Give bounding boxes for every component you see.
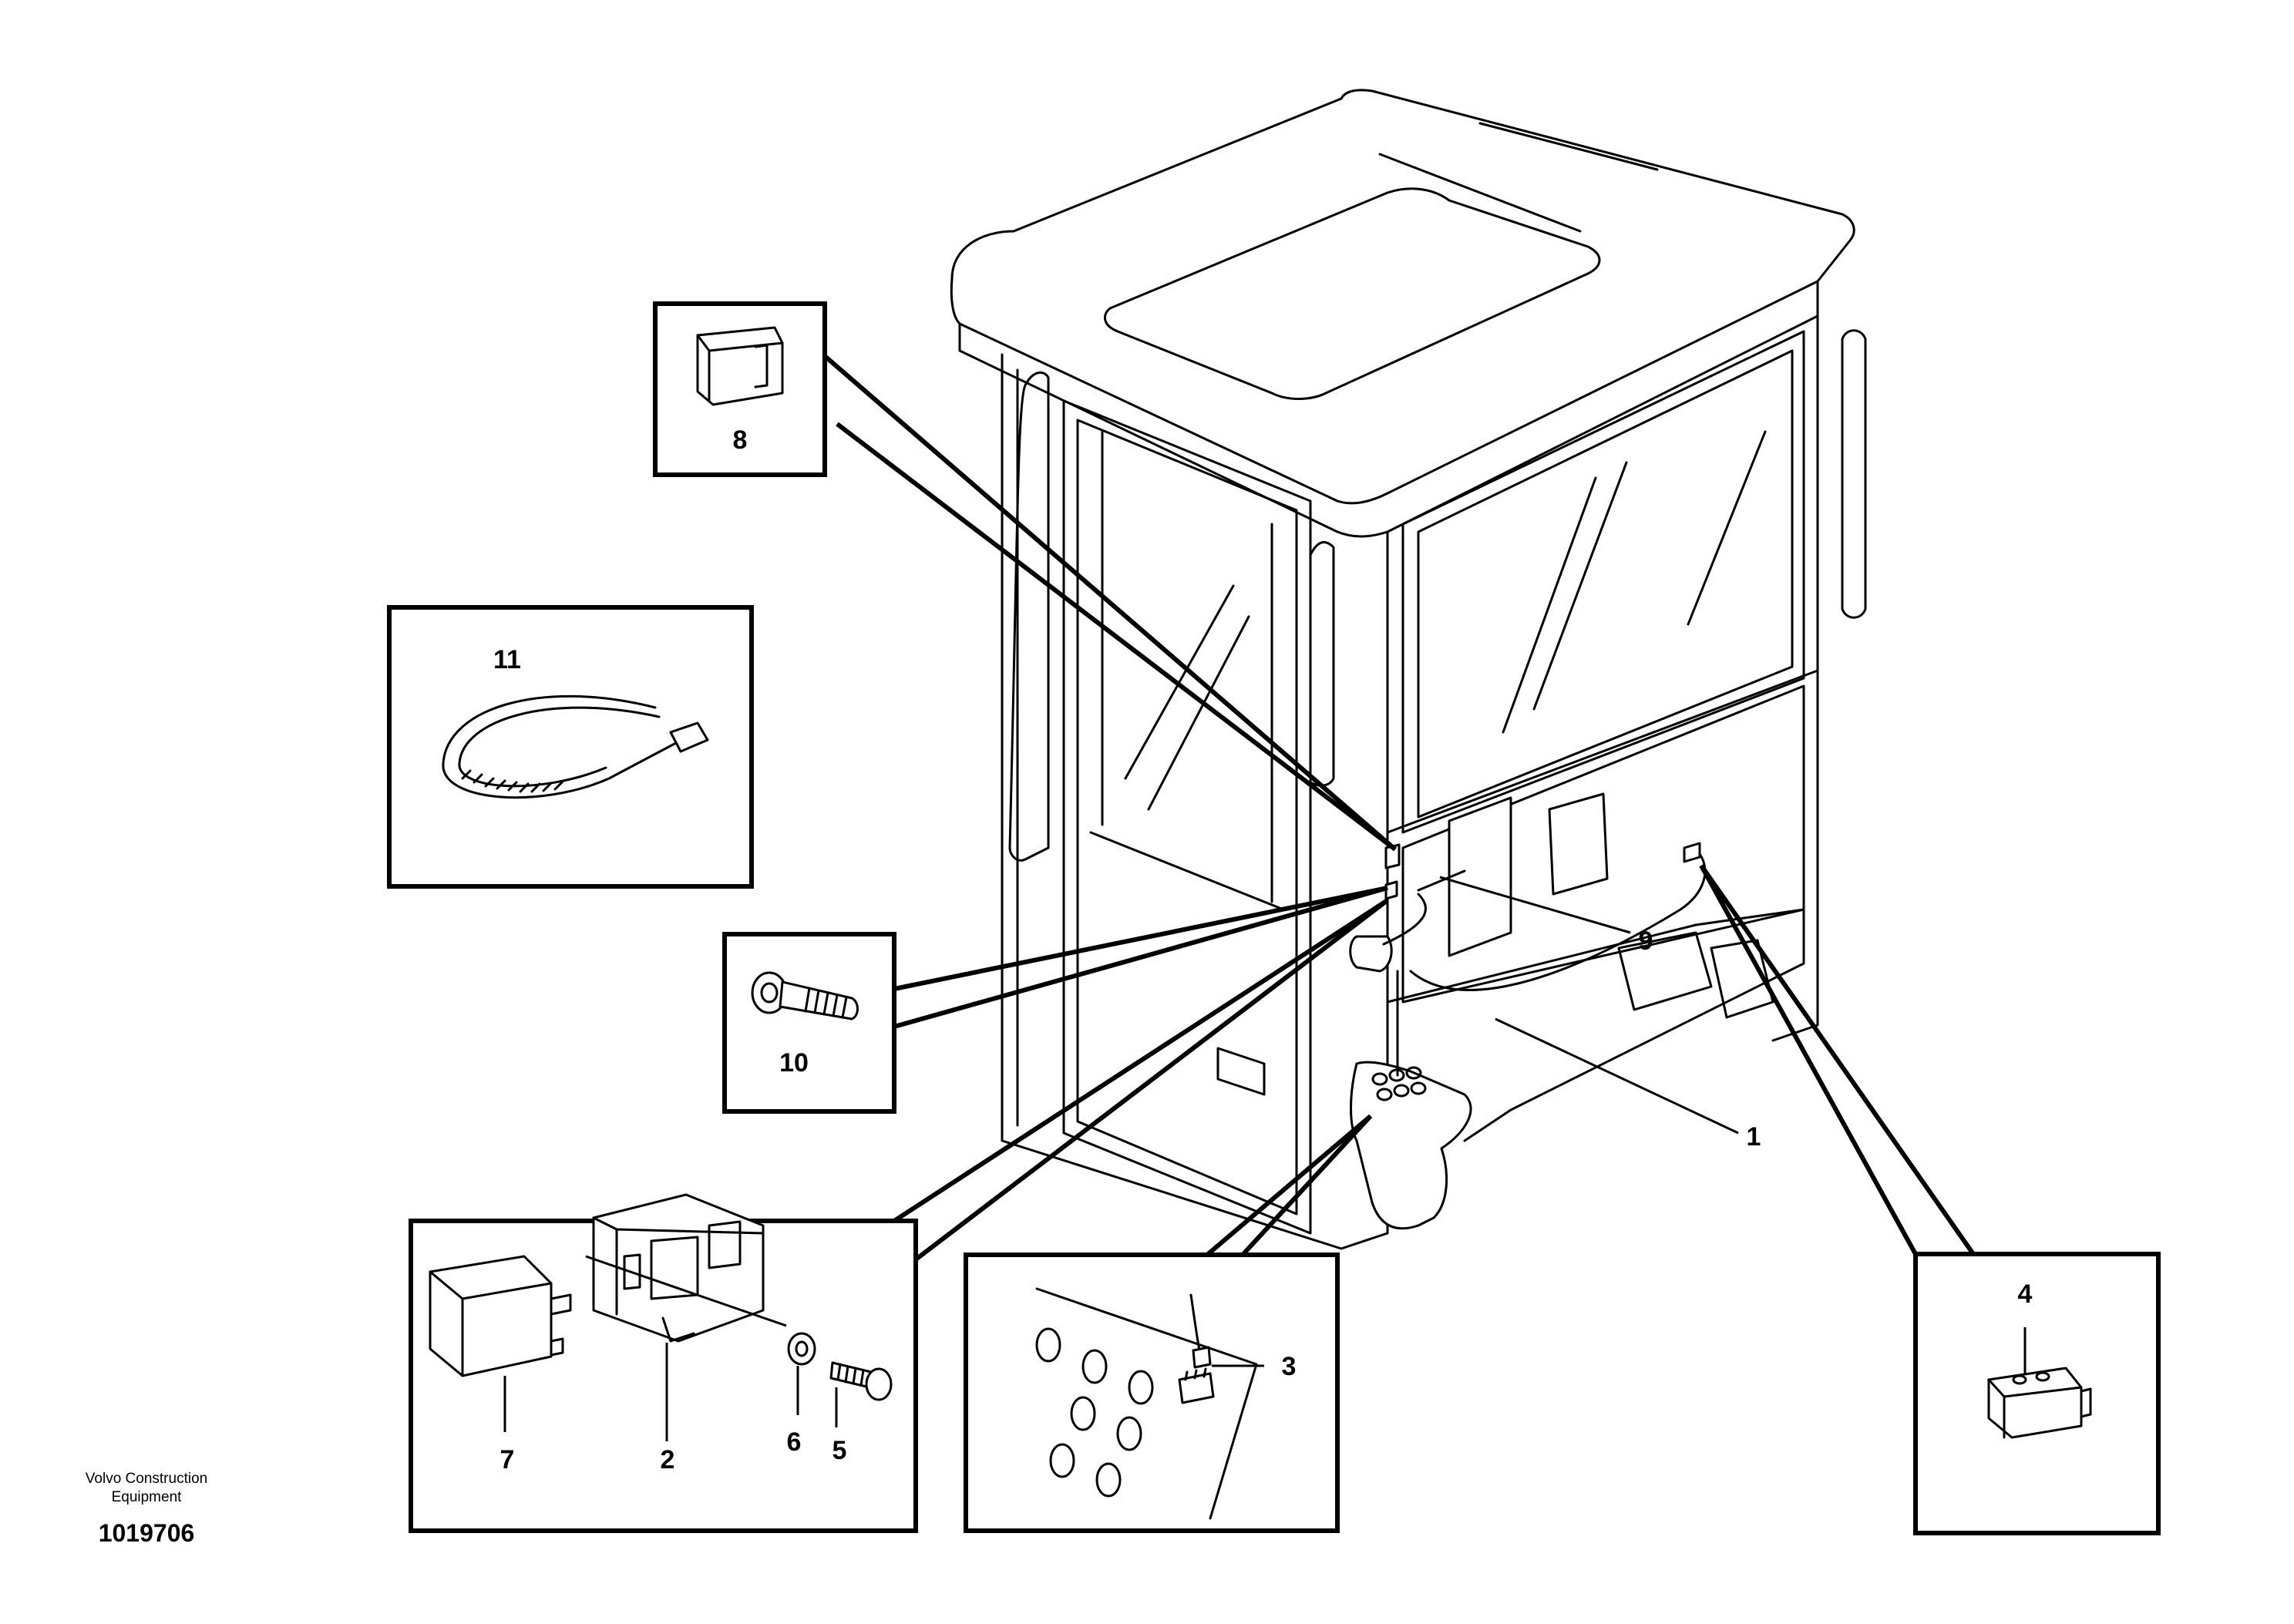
flange-screw-icon [751, 971, 859, 1020]
callout-label-6: 6 [787, 1427, 802, 1457]
relay-icon [429, 1255, 572, 1377]
cab-illustration [950, 89, 1867, 1250]
callout-label-4: 4 [2018, 1279, 2033, 1309]
electrical-box [1448, 796, 1512, 957]
callout-label-1: 1 [1747, 1122, 1761, 1152]
callout-label-2: 2 [661, 1445, 675, 1474]
screw-icon [829, 1361, 893, 1401]
panel-plate [1548, 792, 1609, 896]
callout-label-9: 9 [1639, 926, 1653, 956]
callout-box-10: 10 [722, 932, 896, 1114]
cab-roof-hatch [1103, 187, 1601, 400]
company-name-line1: Volvo Construction [86, 1471, 207, 1487]
callout-label-7: 7 [500, 1445, 515, 1474]
harness-connector [1349, 935, 1393, 973]
cab-door [1062, 399, 1312, 1235]
cab-roof [950, 89, 1855, 505]
ground-terminal-detail [1035, 1287, 1264, 1520]
callout-label-10: 10 [779, 1048, 809, 1078]
connector-icon [1987, 1327, 2092, 1439]
cab-handrail-left [1008, 371, 1050, 862]
callout-pointers [823, 354, 1976, 1262]
callout-label-8: 8 [733, 425, 748, 455]
leader-lines [1439, 876, 1739, 1135]
fuse-icon [696, 326, 784, 406]
callout-label-5: 5 [832, 1436, 847, 1465]
cable-tie-icon [442, 694, 709, 799]
footer-block: Volvo Construction Equipment 1019706 [86, 1471, 207, 1547]
callout-label-11: 11 [493, 645, 521, 674]
callout-box-8: 8 [653, 301, 827, 477]
callout-box-3: 3 [964, 1252, 1340, 1533]
document-number: 1019706 [99, 1519, 195, 1547]
callout-box-11: 11 [387, 605, 754, 889]
harness-cable [1382, 852, 1707, 991]
callout-box-relay: 7 2 6 5 [409, 1193, 918, 1533]
cab-front-window [1401, 330, 1805, 834]
cab-base-frame [1386, 908, 1805, 1142]
step-holes [1371, 1066, 1427, 1101]
callout-label-3: 3 [1282, 1352, 1297, 1381]
washer-icon [787, 1332, 816, 1366]
company-name-line2: Equipment [112, 1489, 183, 1505]
callout-box-4: 4 [1913, 1252, 2161, 1535]
cab-handrail-right [1841, 329, 1867, 619]
relay-holder-icon [585, 1193, 787, 1343]
